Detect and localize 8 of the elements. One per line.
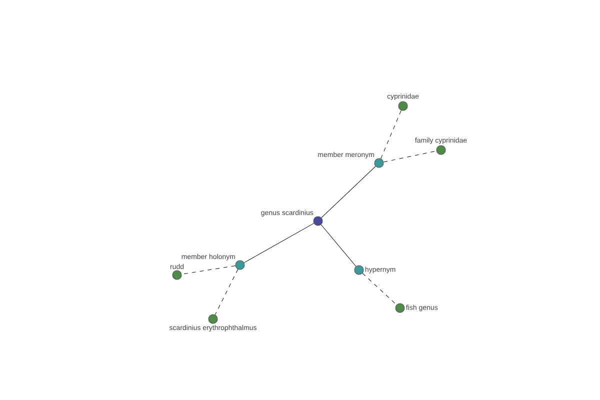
dashed-link <box>383 150 437 162</box>
link-line <box>321 166 376 218</box>
dashed-link <box>380 110 402 159</box>
link-line <box>320 224 356 267</box>
dashed-link <box>362 272 397 306</box>
dashed-link <box>214 269 238 315</box>
dashed-link <box>181 266 236 274</box>
link-line <box>244 223 314 263</box>
